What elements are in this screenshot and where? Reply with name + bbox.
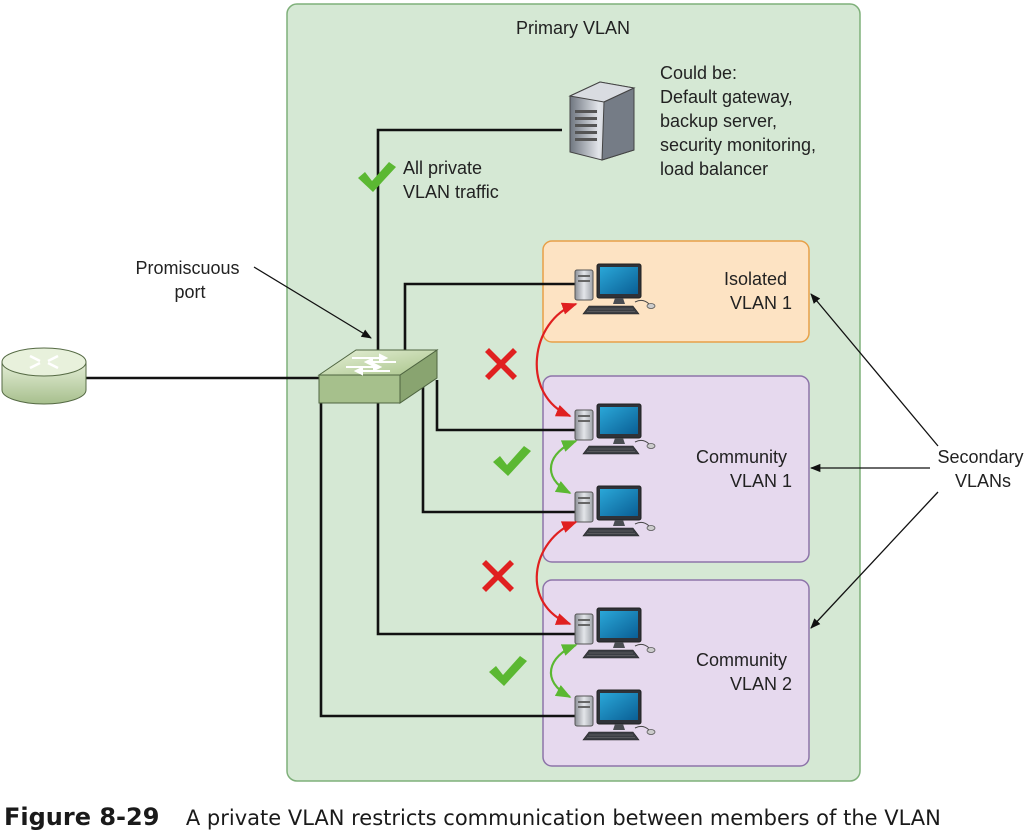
- allowed-arrow-community1: [549, 439, 578, 494]
- router-icon: [1, 347, 87, 405]
- blocked-arrow-isolated: [535, 302, 578, 418]
- allowed-arrow-community2: [549, 643, 578, 698]
- community-vlan1-label: Community VLAN 1: [696, 447, 792, 491]
- switch-icon: [317, 349, 439, 404]
- server-icon: [568, 81, 636, 161]
- secondary-pointer-community2: [810, 491, 939, 629]
- community-vlan2-label: Community VLAN 2: [696, 650, 792, 694]
- could-be-label: Could be: Default gateway, backup server…: [660, 63, 821, 179]
- community-vlan1-box: [542, 375, 810, 563]
- figure-caption-text: A private VLAN restricts communication b…: [186, 806, 941, 830]
- primary-vlan-label: Primary VLAN: [516, 18, 630, 38]
- community-vlan2-box: [542, 579, 810, 767]
- isolated-vlan-label: Isolated VLAN 1: [724, 269, 792, 313]
- promiscuous-pointer-arrow: [253, 266, 372, 339]
- figure-caption: Figure 8-29 A private VLAN restricts com…: [4, 803, 941, 831]
- network-cables: [85, 128, 576, 718]
- all-private-traffic-label: All private VLAN traffic: [403, 158, 499, 202]
- blocked-arrow-communities: [535, 520, 578, 626]
- secondary-pointer-isolated: [810, 293, 939, 447]
- secondary-vlans-label: Secondary VLANs: [937, 447, 1028, 491]
- figure-number: Figure 8-29: [4, 803, 159, 831]
- promiscuous-port-label: Promiscuous port: [135, 258, 244, 302]
